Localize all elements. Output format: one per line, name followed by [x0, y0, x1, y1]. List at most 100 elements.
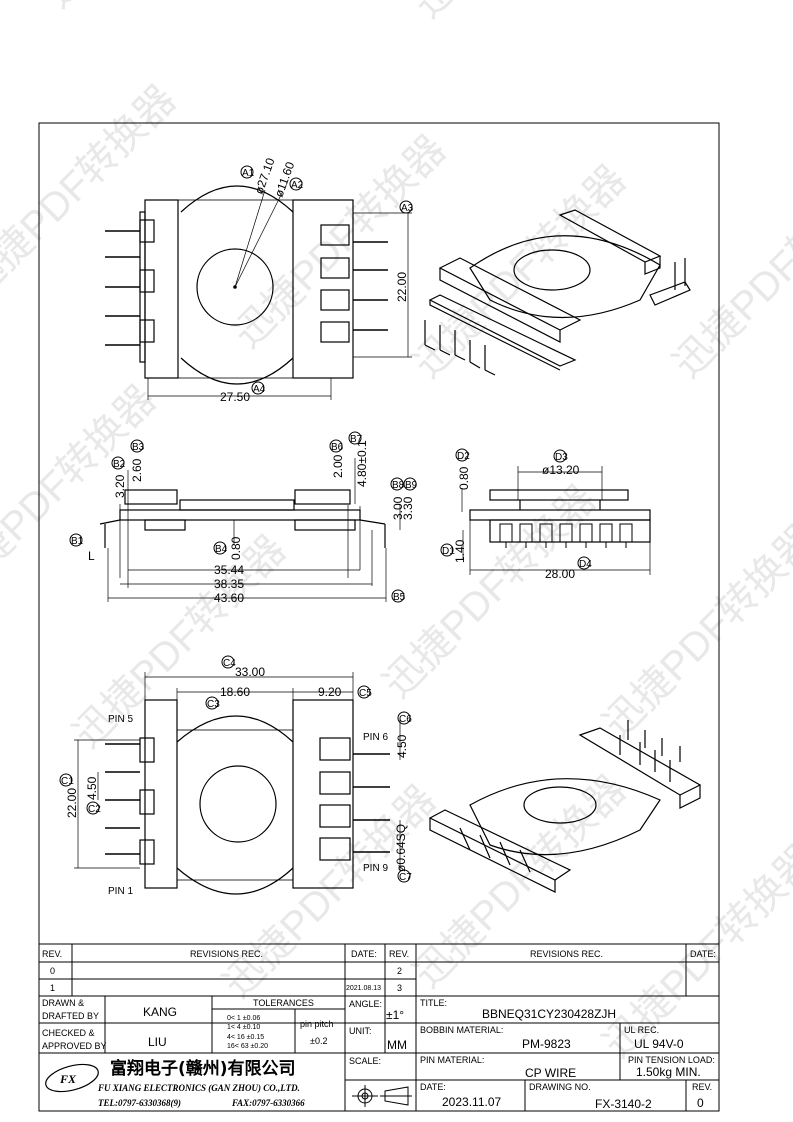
- date-header: DATE:: [351, 949, 377, 959]
- rev-row-3: 3: [397, 983, 402, 993]
- isometric-view-top: [424, 209, 691, 376]
- dim-label: 3.00: [391, 496, 405, 520]
- rev-header: REV.: [42, 949, 62, 959]
- company-name-en: FU XIANG ELECTRONICS (GAN ZHOU) CO.,LTD.: [97, 1083, 300, 1093]
- view-side-right: [461, 466, 651, 575]
- callout-B3: B3: [130, 439, 145, 453]
- date-value: 2023.11.07: [442, 1095, 501, 1109]
- view-top: [105, 185, 412, 400]
- drawing-no-label: DRAWING NO.: [529, 1082, 591, 1092]
- dim-label: 18.60: [220, 685, 250, 699]
- pin-pitch-label: pin pitch: [300, 1019, 334, 1029]
- watermark: 迅捷PDF转换器: [595, 517, 793, 746]
- dim-label: ø0.64SQ: [394, 824, 408, 872]
- svg-text:B3: B3: [132, 442, 145, 453]
- pin-tension-value: 1.50kg MIN.: [636, 1065, 701, 1079]
- svg-text:C3: C3: [207, 699, 220, 710]
- drafted-by-label: DRAFTED BY: [42, 1011, 99, 1021]
- svg-text:C6: C6: [399, 714, 412, 725]
- dim-label: 43.60: [214, 591, 244, 605]
- callout-C4: C4: [221, 655, 236, 669]
- drawing-frame: [38, 122, 720, 1112]
- watermark: 迅捷PDF转换器: [65, 527, 294, 756]
- callout-B1: B1: [69, 533, 84, 547]
- projection-symbol-icon: [352, 1085, 412, 1107]
- pin-material-value: CP WIRE: [525, 1066, 576, 1080]
- callout-B8: B8: [390, 477, 405, 491]
- dim-label: ø13.20: [542, 463, 580, 477]
- date-label: DATE:: [420, 1082, 446, 1092]
- watermark: 迅捷PDF转换器: [0, 377, 164, 606]
- svg-text:B6: B6: [331, 442, 344, 453]
- svg-text:B5: B5: [393, 592, 406, 603]
- title-block-text: REV. REVISIONS REC. DATE: REV. REVISIONS…: [42, 949, 716, 1111]
- tol-row: 4< 16 ±0.15: [227, 1034, 264, 1041]
- svg-text:D4: D4: [579, 559, 592, 570]
- rev-row-0: 0: [50, 966, 55, 976]
- pin-label-5: PIN 5: [108, 714, 133, 725]
- tol-row: 16< 63 ±0.20: [227, 1043, 268, 1050]
- svg-text:D1: D1: [442, 546, 455, 557]
- tol-row: 0< 1 ±0.06: [227, 1015, 260, 1022]
- watermark: 迅捷PDF转换器: [405, 0, 634, 26]
- tolerances-label: TOLERANCES: [253, 998, 314, 1008]
- svg-text:B2: B2: [113, 459, 126, 470]
- callout-A4: A4: [251, 381, 266, 395]
- view-bottom: [74, 672, 401, 895]
- dim-label: 4.50: [395, 734, 409, 758]
- callout-C7: C7: [397, 869, 412, 883]
- dim-label: 28.00: [545, 567, 575, 581]
- svg-text:B8: B8: [392, 480, 405, 491]
- dim-label: 38.35: [214, 577, 244, 591]
- dim-label: 2.00: [331, 454, 345, 478]
- revisions-header-right: REVISIONS REC.: [530, 949, 603, 959]
- revisions-header: REVISIONS REC.: [190, 949, 263, 959]
- callout-D2: D2: [455, 448, 470, 462]
- title-label: TITLE:: [420, 998, 447, 1008]
- svg-text:B1: B1: [71, 536, 84, 547]
- isometric-view-bottom: [428, 720, 702, 893]
- view-bottom-labels: 33.00 18.60 9.20 4.50 22.00 4.50 ø0.64SQ…: [65, 665, 409, 897]
- rev-row-1: 1: [50, 983, 55, 993]
- callout-A3: A3: [399, 200, 414, 214]
- callout-B7: B7: [348, 431, 363, 445]
- svg-text:A2: A2: [291, 180, 304, 191]
- svg-text:C4: C4: [223, 658, 236, 669]
- svg-text:B9: B9: [405, 480, 418, 491]
- company-logo: FX: [45, 1063, 99, 1093]
- title-value: BBNEQ31CY230428ZJH: [482, 1007, 616, 1021]
- dim-label: 35.44: [214, 563, 244, 577]
- dim-label: 9.20: [318, 685, 342, 699]
- callout-B6: B6: [329, 439, 344, 453]
- dim-label: 2.60: [130, 458, 144, 482]
- svg-text:C5: C5: [359, 688, 372, 699]
- callout-A1: A1: [240, 165, 255, 179]
- title-block: [38, 943, 720, 1112]
- svg-text:FX: FX: [59, 1072, 77, 1086]
- company-name-cn: 富翔电子(赣州)有限公司: [110, 1058, 296, 1079]
- svg-text:B7: B7: [350, 434, 363, 445]
- rev-value: 0: [697, 1096, 704, 1110]
- watermark: 迅捷PDF转换器: [35, 0, 264, 16]
- drawing-no-value: FX-3140-2: [595, 1097, 652, 1111]
- callout-C3: C3: [205, 696, 220, 710]
- svg-text:B4: B4: [215, 544, 228, 555]
- company-tel: TEL:0797-6330368(9): [98, 1098, 181, 1108]
- company-fax: FAX:0797-6330366: [231, 1098, 305, 1108]
- callout-B4: B4: [213, 541, 228, 555]
- approved-by-label: APPROVED BY: [42, 1041, 107, 1051]
- rev-row-2: 2: [397, 966, 402, 976]
- callout-B5: B5: [391, 589, 406, 603]
- callout-B2: B2: [111, 456, 126, 470]
- callout-B9: B9: [403, 477, 418, 491]
- unit-label: UNIT:: [349, 1026, 372, 1036]
- bobbin-material-label: BOBBIN MATERIAL:: [420, 1025, 503, 1035]
- svg-text:C1: C1: [61, 776, 74, 787]
- svg-text:D2: D2: [457, 451, 470, 462]
- callout-C2: C2: [86, 801, 101, 815]
- dim-label: 33.00: [235, 665, 265, 679]
- dim-label: 4.80±0.1: [355, 440, 369, 487]
- dim-label: 22.00: [395, 272, 409, 302]
- dim-label: 27.50: [220, 390, 250, 404]
- dim-label: L: [88, 549, 95, 563]
